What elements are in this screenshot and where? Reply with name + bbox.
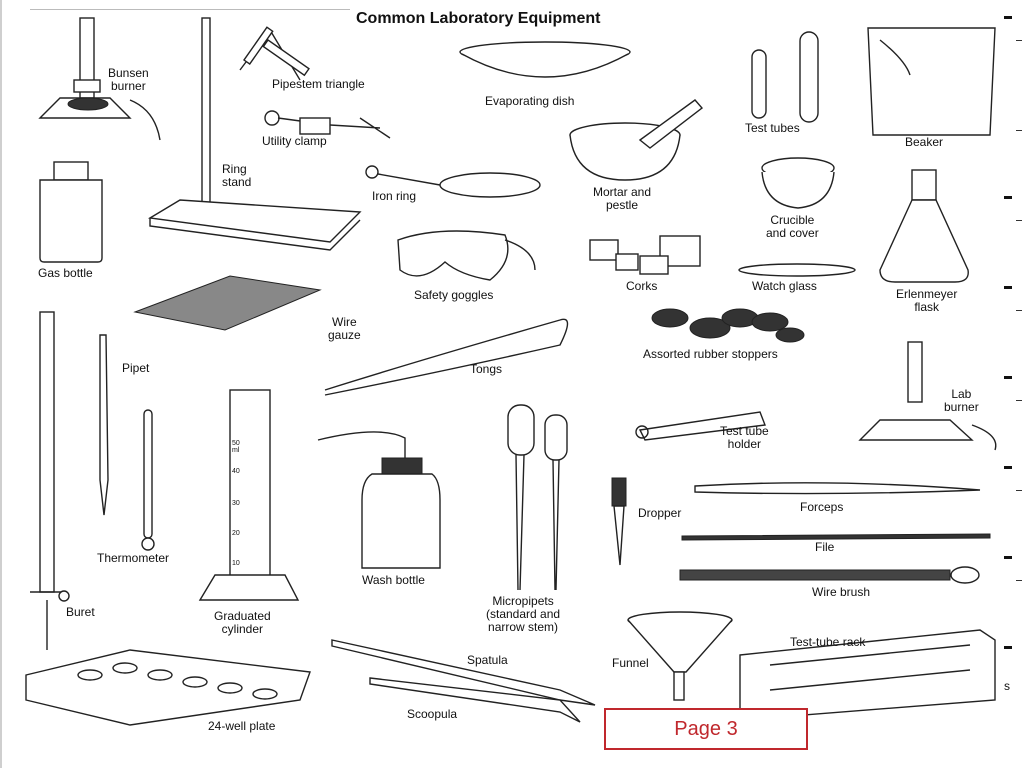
page-number-label: Page 3 xyxy=(674,717,738,740)
cylinder-mark-40: 40 xyxy=(232,468,240,475)
diagram-title: Common Laboratory Equipment xyxy=(356,10,601,27)
label-cut-off-letter: s xyxy=(1004,679,1010,693)
label-buret: Buret xyxy=(66,605,95,619)
label-test-tubes: Test tubes xyxy=(745,121,800,135)
top-rule-line xyxy=(30,9,350,10)
left-edge-line xyxy=(0,0,2,768)
margin-tick xyxy=(1016,220,1022,221)
beaker-drawing xyxy=(867,27,996,136)
wire-brush-drawing xyxy=(679,566,980,584)
margin-tick xyxy=(1004,286,1012,289)
corks-drawing xyxy=(589,235,701,275)
margin-tick xyxy=(1004,16,1012,19)
label-24-well-plate: 24-well plate xyxy=(208,719,276,733)
label-dropper: Dropper xyxy=(638,506,682,520)
label-watch-glass: Watch glass xyxy=(752,279,817,293)
funnel-drawing xyxy=(627,611,733,701)
margin-tick xyxy=(1004,556,1012,559)
graduated-cylinder-drawing xyxy=(198,389,300,601)
pipestem-triangle-drawing xyxy=(239,26,310,81)
well-plate-drawing xyxy=(25,649,311,726)
margin-tick xyxy=(1004,646,1012,649)
label-pipet: Pipet xyxy=(122,361,150,375)
label-test-tube-rack: Test-tube rack xyxy=(790,635,866,649)
thermometer-drawing xyxy=(141,409,155,551)
label-assorted-rubber-stoppers: Assorted rubber stoppers xyxy=(643,347,778,361)
lab-burner-drawing xyxy=(858,341,997,451)
ring-stand-drawing xyxy=(147,17,362,251)
buret-drawing xyxy=(30,311,70,650)
label-tongs: Tongs xyxy=(470,362,503,376)
label-pipestem-triangle: Pipestem triangle xyxy=(272,77,365,91)
test-tube-rack-drawing xyxy=(739,629,996,721)
page-number-box: Page 3 xyxy=(604,708,808,750)
margin-tick xyxy=(1016,490,1022,491)
label-beaker: Beaker xyxy=(905,135,944,149)
label-wire-brush: Wire brush xyxy=(812,585,871,599)
wash-bottle-drawing xyxy=(317,431,441,569)
margin-tick xyxy=(1004,376,1012,379)
label-corks: Corks xyxy=(626,279,658,293)
cylinder-mark-10: 10 xyxy=(232,560,240,567)
crucible-drawing xyxy=(761,157,835,209)
micropipets-drawing xyxy=(507,404,568,591)
pipet-drawing xyxy=(99,334,109,516)
tongs-drawing xyxy=(324,318,569,396)
safety-goggles-drawing xyxy=(397,230,536,281)
label-iron-ring: Iron ring xyxy=(372,189,417,203)
label-funnel: Funnel xyxy=(612,656,649,670)
margin-tick xyxy=(1016,130,1022,131)
label-scoopula: Scoopula xyxy=(407,707,458,721)
label-utility-clamp: Utility clamp xyxy=(262,134,327,148)
rubber-stoppers-drawing xyxy=(651,308,805,343)
utility-clamp-drawing xyxy=(264,110,391,139)
label-safety-goggles: Safety goggles xyxy=(414,288,494,302)
watch-glass-drawing xyxy=(738,263,856,277)
label-forceps: Forceps xyxy=(800,500,844,514)
margin-tick xyxy=(1016,40,1022,41)
cylinder-mark-30: 30 xyxy=(232,500,240,507)
bunsen-burner-drawing xyxy=(38,17,161,141)
margin-tick xyxy=(1004,196,1012,199)
mortar-pestle-drawing xyxy=(569,99,704,181)
gas-bottle-drawing xyxy=(39,161,103,263)
test-tube-holder-drawing xyxy=(635,411,766,441)
label-thermometer: Thermometer xyxy=(97,551,170,565)
margin-tick xyxy=(1016,400,1022,401)
erlenmeyer-flask-drawing xyxy=(879,169,969,283)
margin-tick xyxy=(1016,580,1022,581)
label-evaporating-dish: Evaporating dish xyxy=(485,94,575,108)
label-wash-bottle: Wash bottle xyxy=(362,573,425,587)
iron-ring-drawing xyxy=(365,165,541,198)
wire-gauze-drawing xyxy=(133,275,322,331)
margin-tick xyxy=(1016,310,1022,311)
label-file: File xyxy=(815,540,835,554)
dropper-drawing xyxy=(611,477,627,566)
label-spatula: Spatula xyxy=(467,653,508,667)
spatula-drawing xyxy=(331,639,596,706)
label-gas-bottle: Gas bottle xyxy=(38,266,93,280)
margin-tick xyxy=(1004,466,1012,469)
file-drawing xyxy=(681,533,991,541)
test-tubes-drawing xyxy=(751,31,819,123)
scoopula-drawing xyxy=(369,677,581,723)
evaporating-dish-drawing xyxy=(459,41,631,78)
cylinder-mark-20: 20 xyxy=(232,530,240,537)
forceps-drawing xyxy=(694,482,981,495)
